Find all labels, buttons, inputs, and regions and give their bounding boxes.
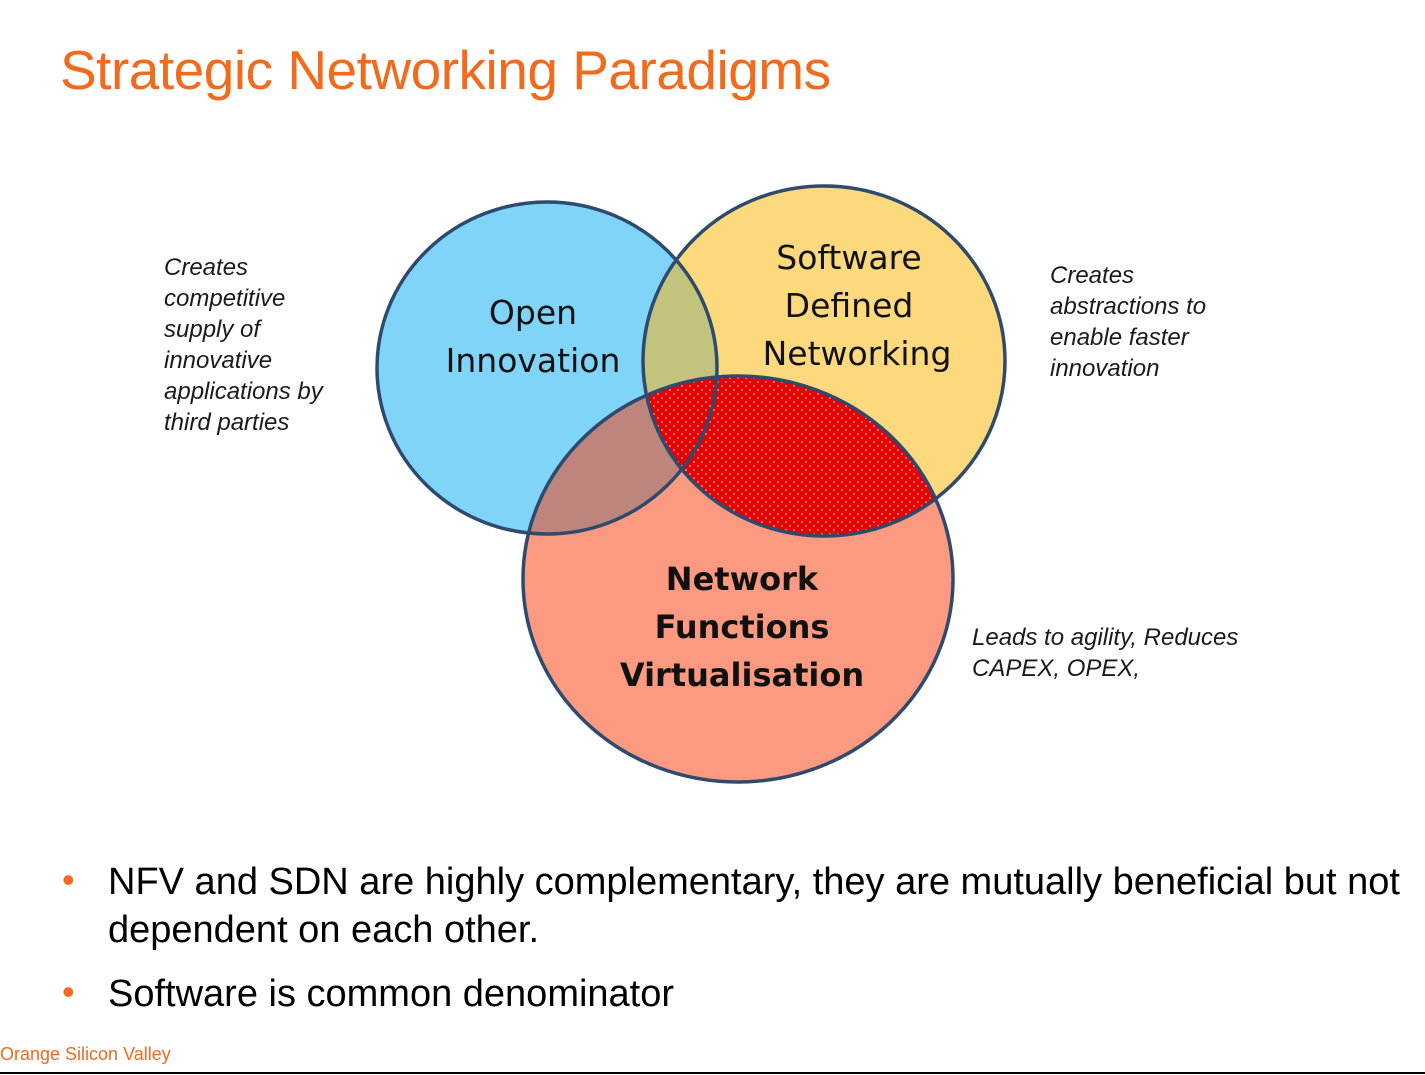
note-line: Creates — [164, 254, 249, 281]
note-open-innovation: Creates competitive supply of innovative… — [164, 252, 364, 438]
overlap-oi-nfv — [523, 376, 717, 534]
label-nfv-3: Virtualisation — [620, 656, 864, 694]
bullet-text: Software is common denominator — [108, 973, 675, 1015]
note-line: innovation — [1050, 355, 1160, 382]
footer-brand: Orange Silicon Valley — [0, 1044, 171, 1064]
footer-divider — [0, 1072, 1425, 1074]
bullet-item: • Software is common denominator — [62, 970, 1412, 1018]
note-line: Creates — [1050, 262, 1135, 289]
label-open-innovation-1: Open — [489, 293, 577, 332]
note-line: third parties — [164, 409, 290, 436]
outline-open-innovation — [375, 200, 719, 536]
label-open-innovation-2: Innovation — [446, 341, 621, 380]
bullet-list: • NFV and SDN are highly complementary, … — [62, 858, 1412, 1034]
note-line: applications by — [164, 378, 323, 405]
bullet-text: NFV and SDN are highly complementary, th… — [108, 861, 1400, 951]
label-sdn-2: Defined — [785, 286, 914, 325]
bullet-dot-icon: • — [62, 971, 75, 1012]
label-nfv-2: Functions — [655, 608, 830, 646]
bullet-item: • NFV and SDN are highly complementary, … — [62, 858, 1412, 954]
note-nfv: Leads to agility, Reduces CAPEX, OPEX, — [972, 622, 1302, 684]
note-line: CAPEX, OPEX, — [972, 655, 1141, 682]
slide-title: Strategic Networking Paradigms — [60, 39, 831, 101]
outline-nfv — [521, 374, 955, 784]
label-nfv-1: Network — [666, 560, 819, 598]
note-line: competitive — [164, 285, 286, 312]
outline-sdn — [641, 184, 1007, 538]
note-line: Leads to agility, Reduces — [972, 624, 1239, 651]
note-line: supply of — [164, 316, 261, 343]
bullet-dot-icon: • — [62, 859, 75, 900]
label-sdn-3: Networking — [763, 334, 952, 373]
note-line: abstractions to — [1050, 293, 1207, 320]
note-line: enable faster — [1050, 324, 1189, 351]
note-sdn: Creates abstractions to enable faster in… — [1050, 260, 1260, 384]
label-sdn-1: Software — [776, 238, 921, 277]
note-line: innovative — [164, 347, 273, 374]
